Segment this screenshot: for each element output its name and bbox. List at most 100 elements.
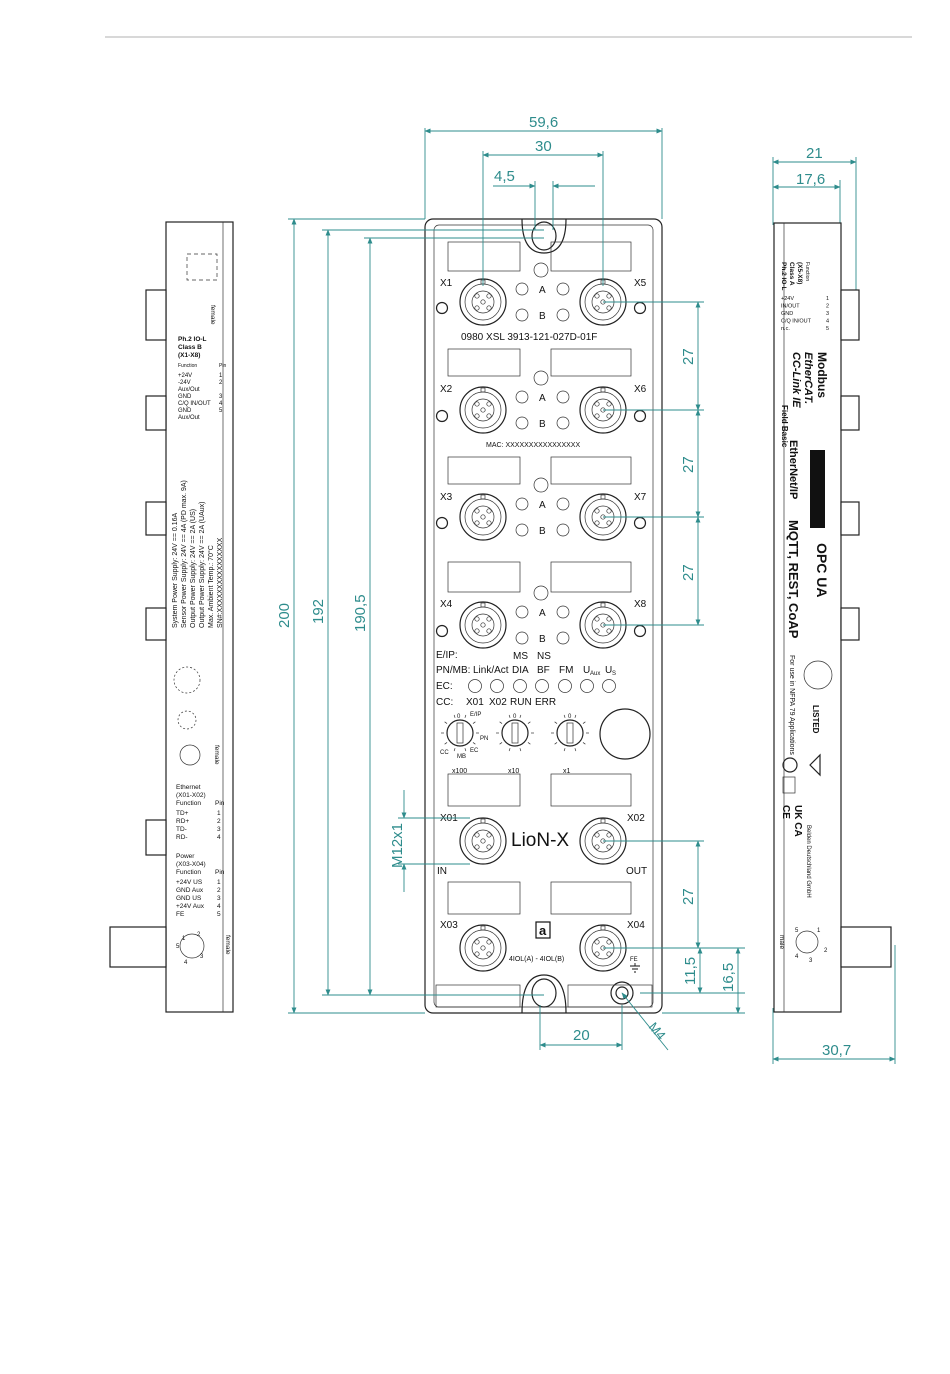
connector-x03 — [459, 924, 507, 972]
connector-x2-pin — [486, 401, 492, 407]
connector-x04-pin — [594, 951, 600, 957]
rotary-switch-slot-2 — [511, 722, 519, 744]
proto-modbus: Modbus — [815, 352, 829, 398]
fe-ground-screw-inner — [615, 986, 629, 1000]
left-female-bot: female — [224, 935, 231, 955]
right-pin-face-number: 1 — [817, 928, 821, 934]
legend-us: U — [605, 665, 612, 676]
ethernet-title: Ethernet — [176, 784, 201, 791]
top-mount-tab — [521, 218, 567, 254]
port-label-x02: X02 — [627, 813, 645, 824]
ul-listed: LISTED — [811, 705, 820, 734]
connector-x01-pin — [486, 832, 492, 838]
connector-x3 — [459, 493, 507, 541]
left-ethernet-diagram: female Ethernet (X01-X02) Function Pin — [173, 666, 225, 807]
separator-ring-icon — [533, 477, 549, 493]
ethernet-ports: (X01-X02) — [176, 792, 206, 799]
connector-x03-pin — [480, 945, 486, 951]
connector-x2-key — [480, 387, 486, 393]
right-connector-stub — [840, 607, 860, 641]
connector-x5-pin — [594, 305, 600, 311]
right-pin-number: 4 — [826, 319, 829, 325]
ethernet-pin-number: 1 — [217, 810, 221, 817]
dim-200: 200 — [276, 603, 293, 628]
right-side-text: Ph.2 IO-L Class A (X5-X8) Function — [780, 262, 810, 291]
status-led — [535, 679, 549, 693]
brand-name: LioN-X — [511, 830, 569, 851]
dim-m4: M4 — [646, 1019, 669, 1042]
legend-uaux: U — [583, 665, 590, 676]
right-pin-number: 3 — [826, 311, 829, 317]
mac-address: MAC: XXXXXXXXXXXXXXXX — [486, 442, 580, 449]
label-slot-left — [447, 456, 521, 485]
legend-uaux-sub: Aux — [590, 671, 600, 677]
dimensions: 59,6 30 4,5 200 192 190,5 27 27 27 — [276, 114, 896, 1064]
legend-run: RUN — [510, 697, 532, 708]
connector-x02-pin — [594, 844, 600, 850]
connector-x03-pin — [486, 939, 492, 945]
power-head-function: Function — [176, 869, 201, 876]
rotary-tick — [453, 714, 456, 718]
connector-x7-pin — [594, 508, 600, 514]
right-male: male — [778, 935, 785, 949]
left-connector-stubs — [145, 289, 167, 856]
dial2-scale: x10 — [508, 768, 519, 775]
led-label-b: B — [539, 419, 546, 430]
legend-eip: E/IP: — [436, 650, 458, 661]
in-label: IN — [437, 866, 447, 877]
led-label-b: B — [539, 634, 546, 645]
connector-x5-pin — [606, 305, 612, 311]
left-pin-number: 1 — [219, 373, 223, 379]
status-led — [490, 679, 504, 693]
rotary-switch-3 — [556, 719, 584, 747]
power-title: Power — [176, 853, 195, 860]
led-label-a: A — [539, 393, 546, 404]
dim-20: 20 — [573, 1027, 590, 1044]
connector-x8-pin — [606, 616, 612, 622]
dial-labels: 0 E/IP PN CC MB EC 0 0 x100 x10 x1 — [440, 712, 572, 775]
connector-x4-insert — [471, 613, 495, 637]
connector-x03-pin — [474, 939, 480, 945]
rotary-tick — [563, 748, 566, 752]
left-pin-face-number: 3 — [200, 954, 204, 960]
connector-x3-pin — [486, 508, 492, 514]
left-pin-function: -24V — [178, 380, 191, 386]
proto-mqtt: MQTT, REST, CoAP — [786, 520, 801, 639]
pin-a-badge-icon — [435, 516, 449, 530]
pin-a-badge-icon — [435, 409, 449, 423]
connector-x4-pin — [474, 616, 480, 622]
legend-dia: DIA — [512, 665, 529, 676]
port-label-x2: X2 — [440, 384, 453, 395]
legend-ns: NS — [537, 651, 551, 662]
rotary-tick — [582, 742, 586, 745]
right-code-ports: (X5-X8) — [796, 262, 803, 284]
ul-logo — [803, 660, 833, 690]
right-pin-function: +24V — [781, 296, 794, 302]
supply-line-1: System Power Supply: 24V == 0.16A — [172, 512, 179, 628]
connector-x04-key — [600, 925, 606, 931]
left-code-title: Ph.2 IO-L — [178, 336, 207, 343]
dial1-cc: CC — [440, 750, 449, 756]
supply-line-4: Output Power Supply: 24V == 2A (UAux) — [199, 502, 206, 628]
out-label: OUT — [626, 866, 647, 877]
group-separators — [533, 262, 549, 601]
port-label-x8: X8 — [634, 599, 647, 610]
ethernet-pin-function: TD+ — [176, 810, 189, 817]
label-slot-bottom-right — [567, 984, 653, 1008]
right-connector-stub — [840, 395, 860, 431]
dim-21: 21 — [806, 145, 823, 162]
ethernet-pin-number: 4 — [217, 834, 221, 841]
right-pin-head-function: Function — [804, 262, 810, 281]
left-pin-function: Aux/Out — [178, 387, 200, 393]
right-connector-stub — [840, 501, 860, 536]
left-connector-stub — [145, 395, 167, 431]
connector-x8-pin — [606, 628, 612, 634]
left-label-area — [186, 253, 218, 281]
male-pin-face-icon — [795, 930, 819, 954]
label-slot-left — [447, 881, 521, 915]
right-pin-function: C/Q IN/OUT — [781, 319, 812, 325]
separator-ring-icon — [533, 585, 549, 601]
label-slot-left — [447, 241, 521, 272]
